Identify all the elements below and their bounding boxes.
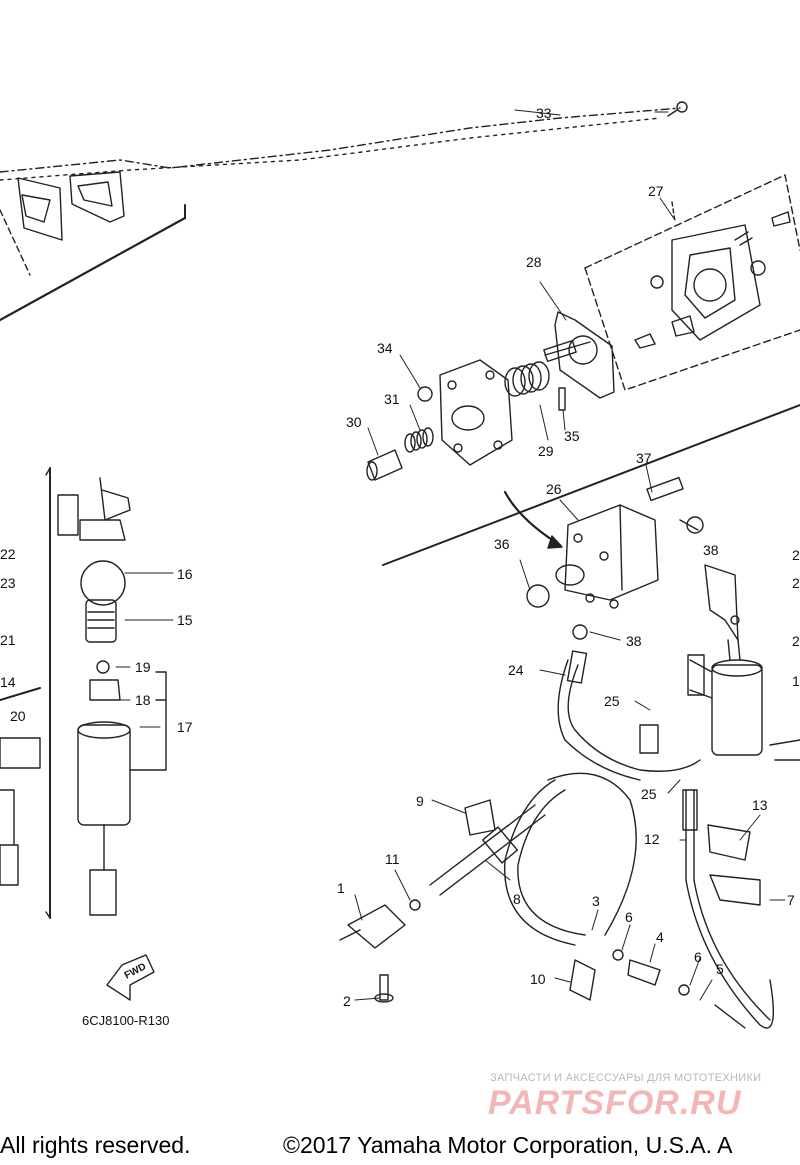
part-label-33: 33 xyxy=(536,105,552,121)
diagram-code: 6CJ8100-R130 xyxy=(82,1013,170,1028)
watermark-logo: PARTSFOR.RU xyxy=(488,1084,742,1122)
clip-38b xyxy=(572,624,588,640)
part-label-35: 35 xyxy=(564,428,580,444)
left-edge-parts xyxy=(0,687,41,886)
part-label-11: 11 xyxy=(385,851,400,867)
fwd-arrow-icon xyxy=(106,954,155,1001)
gasket-plate xyxy=(543,311,615,399)
fuel-pump xyxy=(555,476,699,609)
part-label-1r: 1 xyxy=(792,673,800,689)
part-label-24: 24 xyxy=(508,662,524,678)
part-label-2: 2 xyxy=(343,993,351,1009)
part-label-14: 14 xyxy=(0,674,16,690)
part-label-16: 16 xyxy=(177,566,193,582)
part-label-22: 22 xyxy=(0,546,16,562)
part-label-34: 34 xyxy=(377,340,393,356)
watermark-caption: ЗАПЧАСТИ И АКСЕССУАРЫ ДЛЯ МОТОТЕХНИКИ xyxy=(490,1072,762,1084)
part-label-2r3: 2 xyxy=(792,633,800,649)
part-label-3: 3 xyxy=(592,893,600,909)
pump-cover-assembly xyxy=(584,174,800,391)
part-label-19: 19 xyxy=(135,659,151,675)
part-label-31: 31 xyxy=(384,391,400,407)
plunger-spring xyxy=(404,427,434,453)
part-label-37: 37 xyxy=(636,450,652,466)
part-label-26: 26 xyxy=(546,481,562,497)
part-label-20: 20 xyxy=(10,708,26,724)
top-cover-assembly xyxy=(0,101,688,322)
part-label-30: 30 xyxy=(346,414,362,430)
part-label-6b: 6 xyxy=(694,949,702,965)
part-label-4: 4 xyxy=(656,929,664,945)
part-label-36: 36 xyxy=(494,536,510,552)
part-label-27: 27 xyxy=(648,183,664,199)
plunger xyxy=(366,449,403,481)
leader-lines xyxy=(115,109,786,1001)
fuel-filter-inset xyxy=(45,467,167,919)
part-label-25a: 25 xyxy=(604,693,620,709)
part-label-15: 15 xyxy=(177,612,193,628)
part-label-7: 7 xyxy=(787,892,795,908)
part-label-13: 13 xyxy=(752,797,768,813)
o-ring-36 xyxy=(526,584,550,608)
part-label-25b: 25 xyxy=(641,786,657,802)
part-label-12: 12 xyxy=(644,831,660,847)
part-label-38b: 38 xyxy=(626,633,642,649)
part-label-17: 17 xyxy=(177,719,193,735)
part-label-8: 8 xyxy=(513,891,521,907)
pump-body xyxy=(417,359,513,466)
part-label-21: 21 xyxy=(0,632,16,648)
footer-rights: All rights reserved. xyxy=(0,1132,191,1158)
clip-38 xyxy=(686,516,704,534)
part-label-38a: 38 xyxy=(703,542,719,558)
section-divider-line xyxy=(382,404,800,566)
part-label-23: 23 xyxy=(0,575,16,591)
part-label-2r2: 2 xyxy=(792,575,800,591)
part-label-1: 1 xyxy=(337,880,345,896)
pin xyxy=(558,387,566,411)
fuel-hoses xyxy=(429,650,775,1029)
part-label-5: 5 xyxy=(716,961,724,977)
part-label-2r1: 2 xyxy=(792,547,800,563)
part-label-29: 29 xyxy=(538,443,554,459)
part-label-6a: 6 xyxy=(625,909,633,925)
part-label-28: 28 xyxy=(526,254,542,270)
part-label-10: 10 xyxy=(530,971,546,987)
part-label-9: 9 xyxy=(416,793,424,809)
part-label-18: 18 xyxy=(135,692,151,708)
footer-copyright: ©2017 Yamaha Motor Corporation, U.S.A. A xyxy=(283,1132,733,1158)
pump-spring xyxy=(504,361,550,397)
fuel-filter-right xyxy=(687,564,800,761)
small-fittings xyxy=(339,799,761,1003)
